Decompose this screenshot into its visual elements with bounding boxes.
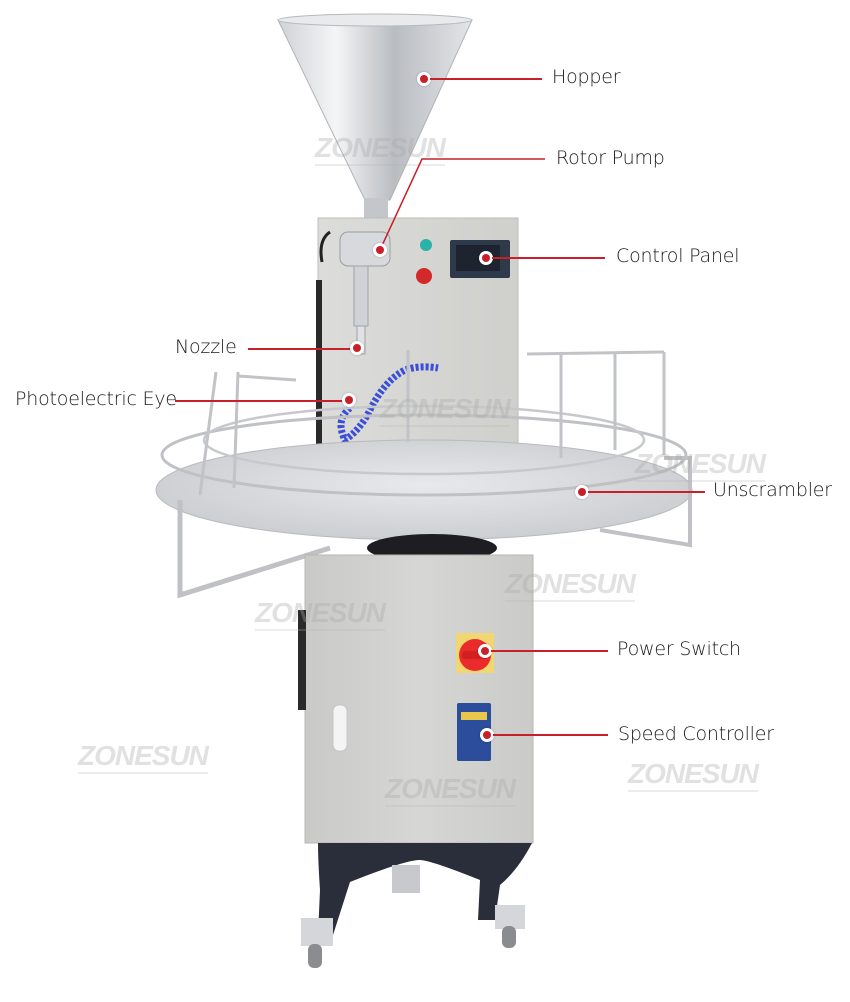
watermark: ZONESUN (635, 448, 766, 482)
photoelectric-eye-marker-icon (342, 393, 356, 407)
nozzle-marker-icon (350, 341, 364, 355)
unscrambler-label: Unscrambler (713, 479, 832, 501)
control-panel-label: Control Panel (616, 245, 740, 267)
hopper-leader-line (430, 78, 542, 80)
hopper-marker-icon (417, 72, 431, 86)
watermark: ZONESUN (628, 758, 759, 792)
photoelectric-eye-label: Photoelectric Eye (15, 388, 177, 410)
watermark: ZONESUN (255, 597, 386, 631)
watermark: ZONESUN (505, 568, 636, 602)
watermark: ZONESUN (78, 740, 209, 774)
watermark: ZONESUN (385, 773, 516, 807)
rotor-pump-marker-icon (373, 243, 387, 257)
rotor-pump-label: Rotor Pump (556, 147, 665, 169)
unscrambler-marker-icon (575, 485, 589, 499)
watermark: ZONESUN (380, 393, 511, 427)
hopper-shape (277, 13, 473, 224)
speed-controller-label: Speed Controller (618, 723, 774, 745)
power-switch-marker-icon (478, 644, 492, 658)
lower-cabinet (304, 554, 534, 844)
nozzle-label: Nozzle (175, 336, 237, 358)
control-panel-leader-line (492, 257, 605, 259)
control-panel-marker-icon (479, 251, 493, 265)
speed-controller-marker-icon (480, 728, 494, 742)
photoelectric-eye-leader-line (175, 400, 343, 402)
unscrambler-leader-line (588, 491, 705, 493)
watermark: ZONESUN (315, 132, 446, 166)
power-switch-label: Power Switch (617, 638, 741, 660)
power-switch-leader-line (491, 650, 608, 652)
nozzle-leader-line (248, 348, 352, 350)
hopper-label: Hopper (552, 66, 621, 88)
speed-controller-leader-line (493, 734, 608, 736)
